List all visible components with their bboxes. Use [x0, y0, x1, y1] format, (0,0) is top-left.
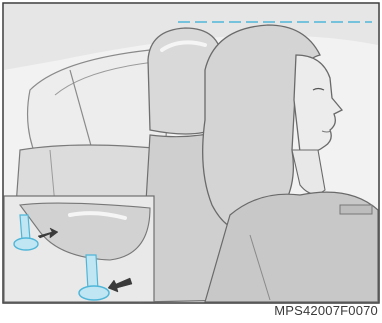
headrest-stay-right	[86, 255, 98, 290]
door-handle	[340, 205, 372, 214]
figure-code: MPS42007F0070	[252, 303, 378, 321]
stay-collar-left	[14, 238, 38, 250]
headrest-stay-left	[20, 215, 30, 240]
stay-collar-right	[79, 286, 109, 300]
headrest-stay-inset	[4, 196, 154, 302]
